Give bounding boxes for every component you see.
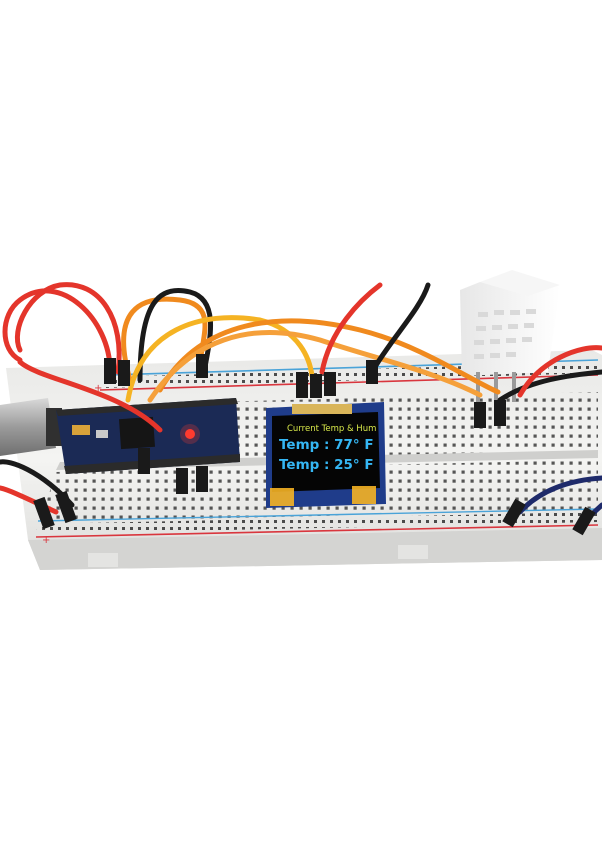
rail-red-bottom [35, 524, 599, 538]
oled-temp-f-text: Temp : 77° F [279, 437, 374, 453]
jumper-pins [33, 354, 596, 536]
dht-sensor [460, 270, 560, 402]
jumper-wires [0, 282, 602, 528]
oled-temp-c-text: Temp : 25° F [279, 457, 374, 473]
arduino-nano [56, 398, 240, 474]
svg-text:+: + [94, 383, 102, 394]
rail-blue-bottom [37, 508, 599, 522]
oled-module: Current Temp & Hum Temp : 77° F Temp : 2… [266, 402, 386, 508]
oled-screen [272, 412, 380, 492]
oled-header-text: Current Temp & Hum [287, 424, 376, 434]
svg-text:+: + [42, 535, 50, 546]
